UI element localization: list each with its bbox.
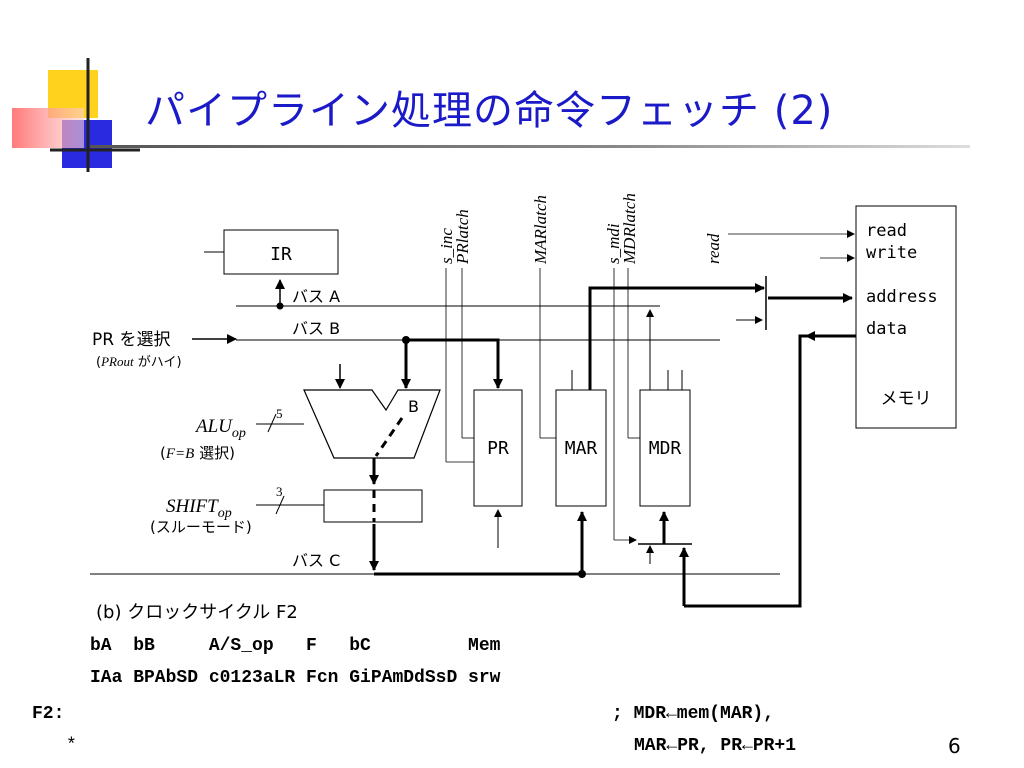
title-underline <box>90 145 970 148</box>
code-comment-2: MAR←PR, PR←PR+1 <box>634 736 797 756</box>
pr-select-note: (PRout がハイ) <box>96 354 182 370</box>
shift-note: (スルーモード) <box>150 518 252 536</box>
figure-caption: (b) クロックサイクル F2 <box>96 602 298 623</box>
bus-b-to-pr-path <box>406 338 503 389</box>
mem-port-address: address <box>866 287 938 307</box>
bus-b-label: バス B <box>292 319 340 338</box>
shift-bits-label: 3 <box>276 484 283 499</box>
read-signal-label: read <box>704 233 723 264</box>
code-header-2: IAa BPAbSD c0123aLR Fcn GiPAmDdSsD srw <box>90 668 501 688</box>
mdr-latch-label: MDRlatch <box>620 193 639 265</box>
alu-b-label: B <box>408 397 419 416</box>
mem-port-data: data <box>866 319 907 339</box>
ir-label: IR <box>270 244 292 265</box>
mar-register <box>555 389 607 507</box>
memory-label: メモリ <box>881 389 932 409</box>
pr-label: PR <box>487 438 509 459</box>
pr-latch-label: PRlatch <box>453 209 472 265</box>
alu-shape <box>303 389 441 459</box>
pr-register <box>473 389 523 507</box>
mem-port-read: read <box>866 221 907 241</box>
mem-port-write: write <box>866 243 917 263</box>
ir-register <box>223 229 339 275</box>
alu-note: (F=B 選択) <box>160 444 235 462</box>
alu-bits-label: 5 <box>276 406 283 421</box>
code-comment-1: ; MDR←mem(MAR), <box>612 704 775 724</box>
mar-label: MAR <box>565 438 598 459</box>
memory-block <box>855 205 957 429</box>
bus-a-label: バス A <box>292 287 340 306</box>
mdr-label: MDR <box>649 438 682 459</box>
page-number: 6 <box>948 734 961 758</box>
s-mdi-label: s_mdi <box>604 223 623 264</box>
code-star: * <box>66 736 77 756</box>
code-row-label: F2: <box>32 704 65 724</box>
mdr-register <box>639 389 691 507</box>
slide-decoration <box>12 58 140 172</box>
bus-c-label: バス C <box>292 551 340 570</box>
mar-latch-label: MARlatch <box>531 195 550 265</box>
s-inc-label: s_inc <box>437 228 456 264</box>
shift-op-label: SHIFTop <box>166 496 232 521</box>
mar-to-address-path <box>588 283 765 390</box>
code-header-1: bA bB A/S_op F bC Mem <box>90 636 501 656</box>
data-return-path <box>684 334 856 608</box>
pr-select-label: PR を選択 <box>92 330 170 350</box>
alu-op-label: ALUop <box>194 416 246 441</box>
slide-title: パイプライン処理の命令フェッチ (2) <box>145 88 834 134</box>
